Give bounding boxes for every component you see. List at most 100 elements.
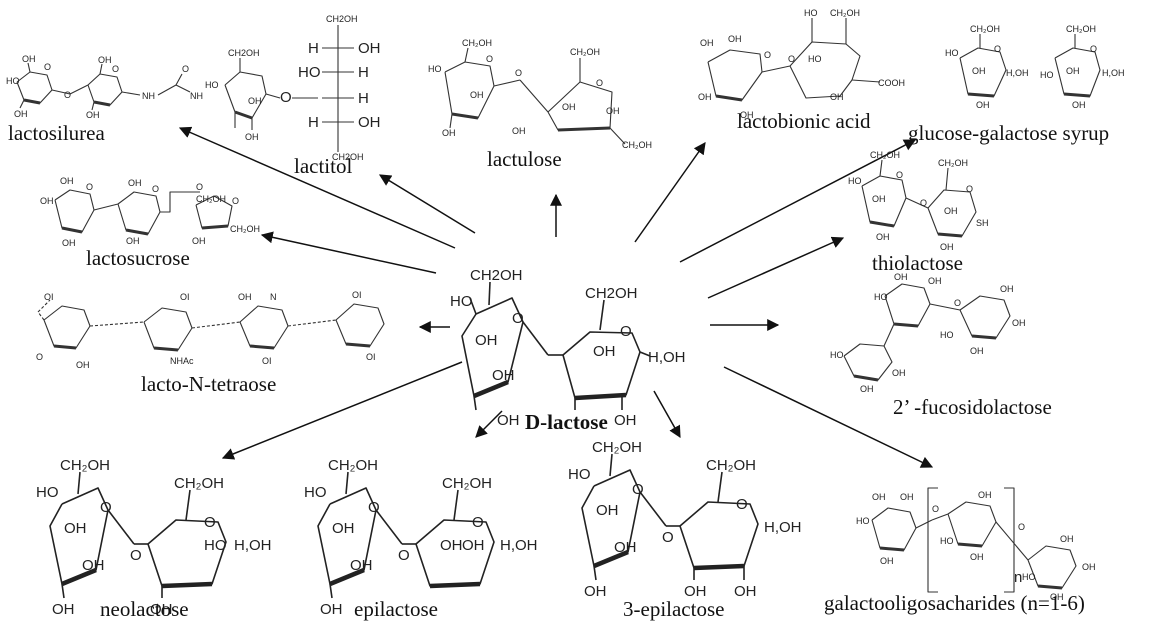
svg-text:OI: OI: [352, 290, 362, 300]
svg-text:CH2OH: CH2OH: [332, 152, 364, 162]
svg-text:HO: HO: [36, 484, 59, 501]
svg-text:OI: OI: [262, 356, 272, 366]
lactosilurea-structure: HO OH O OH O OH O OH NH O NH: [6, 54, 203, 120]
svg-text:CH₂OH: CH₂OH: [60, 457, 110, 474]
svg-text:OH: OH: [82, 557, 105, 574]
svg-text:OH: OH: [238, 292, 252, 302]
center-atom-ho: HO: [450, 293, 473, 310]
lactobionic-acid-structure: OH OH O OH OH O CH₂OH HO HO OH COOH: [698, 8, 905, 120]
neolactose-structure: CH₂OH CH₂OH HO OH O OH O O HO H,OH OH OH: [36, 457, 272, 618]
svg-text:CH₂OH: CH₂OH: [592, 439, 642, 456]
svg-text:OH: OH: [900, 492, 914, 502]
svg-text:HO: HO: [940, 330, 954, 340]
svg-text:O: O: [994, 44, 1001, 54]
svg-text:HO: HO: [205, 80, 219, 90]
epilactose-structure: CH₂OH CH₂OH HO OH O OH O O OH OH H,OH OH: [304, 457, 538, 618]
svg-text:O: O: [932, 504, 939, 514]
svg-text:O: O: [515, 68, 522, 78]
svg-text:OH: OH: [22, 54, 36, 64]
arrow-to-3-epilactose: [653, 390, 681, 439]
svg-text:OH: OH: [928, 276, 942, 286]
d-lactose-structure: CH2OH CH2OH HO OH O OH O OH H,OH OH OH: [450, 267, 686, 429]
svg-text:OH: OH: [320, 601, 343, 618]
center-atom-h-oh: H,OH: [648, 349, 686, 366]
svg-text:CH₂OH: CH₂OH: [938, 158, 968, 168]
svg-text:OH: OH: [872, 194, 886, 204]
svg-text:H: H: [308, 40, 319, 57]
label-lactulose: lactulose: [487, 147, 562, 171]
label-lacto-n-tetraose: lacto-N-tetraose: [141, 372, 276, 396]
svg-text:CH₂OH: CH₂OH: [870, 150, 900, 160]
svg-text:OH: OH: [350, 557, 373, 574]
svg-text:OH: OH: [894, 272, 908, 282]
svg-text:OH: OH: [562, 102, 576, 112]
arrow-to-galactooligosacharides: [723, 366, 934, 468]
glucose-galactose-syrup-structure: CH₂OH HO O OH H,OH OH CH₂OH O HO OH H,OH…: [945, 24, 1125, 110]
svg-text:OH: OH: [76, 360, 90, 370]
svg-text:OH: OH: [1060, 534, 1074, 544]
svg-text:CH₂OH: CH₂OH: [230, 224, 260, 234]
svg-text:OH: OH: [126, 236, 140, 246]
svg-text:O: O: [232, 196, 239, 206]
lactitol-ch2oh-top: CH2OH: [326, 14, 358, 24]
svg-text:HO: HO: [6, 76, 20, 86]
svg-text:OH: OH: [584, 583, 607, 600]
svg-text:HO: HO: [848, 176, 862, 186]
svg-text:CH₂OH: CH₂OH: [1066, 24, 1096, 34]
label-lactosilurea: lactosilurea: [8, 121, 105, 145]
svg-text:OH: OH: [358, 40, 381, 57]
svg-text:NH: NH: [142, 91, 155, 101]
label-epilactose: epilactose: [354, 597, 438, 621]
svg-text:H: H: [308, 114, 319, 131]
label-glucose-galactose-syrup: glucose-galactose syrup: [908, 121, 1109, 145]
svg-text:HO: HO: [874, 292, 888, 302]
thiolactose-structure: CH₂OH HO O OH OH O CH₂OH O OH SH OH: [848, 150, 989, 252]
center-atom-oh-4: OH: [497, 412, 520, 429]
arrow-to-lactosucrose: [260, 231, 437, 274]
svg-text:HO: HO: [1022, 572, 1036, 582]
svg-text:OH: OH: [740, 110, 754, 120]
svg-text:HO: HO: [568, 466, 591, 483]
svg-text:OH: OH: [892, 368, 906, 378]
svg-text:O: O: [736, 496, 748, 513]
lacto-n-tetraose-nhac: NHAc: [170, 356, 194, 366]
svg-text:HO: HO: [1040, 70, 1054, 80]
arrow-to-neolactose: [221, 361, 463, 460]
svg-text:OI: OI: [180, 292, 190, 302]
arrow-to-lactitol: [378, 174, 476, 234]
svg-text:HO: HO: [940, 536, 954, 546]
svg-text:OH: OH: [470, 90, 484, 100]
center-atom-oh-2: OH: [492, 367, 515, 384]
lactobionic-cooh: COOH: [878, 78, 905, 88]
svg-text:CH₂OH: CH₂OH: [830, 8, 860, 18]
center-atom-oh-5: OH: [614, 412, 637, 429]
svg-text:CH₂OH: CH₂OH: [622, 140, 652, 150]
label-thiolactose: thiolactose: [872, 251, 963, 275]
svg-text:OH: OH: [940, 242, 954, 252]
svg-text:H,OH: H,OH: [1006, 68, 1029, 78]
svg-text:N: N: [270, 292, 277, 302]
svg-text:O: O: [788, 54, 795, 64]
arrow-to-glucose-galactose-syrup: [679, 139, 917, 263]
svg-text:NH: NH: [190, 91, 203, 101]
svg-text:OH: OH: [970, 346, 984, 356]
svg-text:OH: OH: [245, 132, 259, 142]
svg-text:OH: OH: [86, 110, 100, 120]
svg-text:O: O: [36, 352, 43, 362]
svg-text:OH: OH: [972, 66, 986, 76]
svg-text:O: O: [764, 50, 771, 60]
svg-text:O: O: [152, 184, 159, 194]
svg-text:HO: HO: [304, 484, 327, 501]
svg-text:OH: OH: [440, 537, 463, 554]
svg-text:HO: HO: [804, 8, 818, 18]
svg-text:O: O: [368, 499, 380, 516]
svg-text:O: O: [182, 64, 189, 74]
svg-text:O: O: [596, 78, 603, 88]
svg-text:HO: HO: [945, 48, 959, 58]
svg-text:OH: OH: [614, 539, 637, 556]
svg-text:HO: HO: [298, 64, 321, 81]
svg-text:O: O: [662, 529, 674, 546]
svg-text:OH: OH: [1066, 66, 1080, 76]
svg-text:HO: HO: [856, 516, 870, 526]
